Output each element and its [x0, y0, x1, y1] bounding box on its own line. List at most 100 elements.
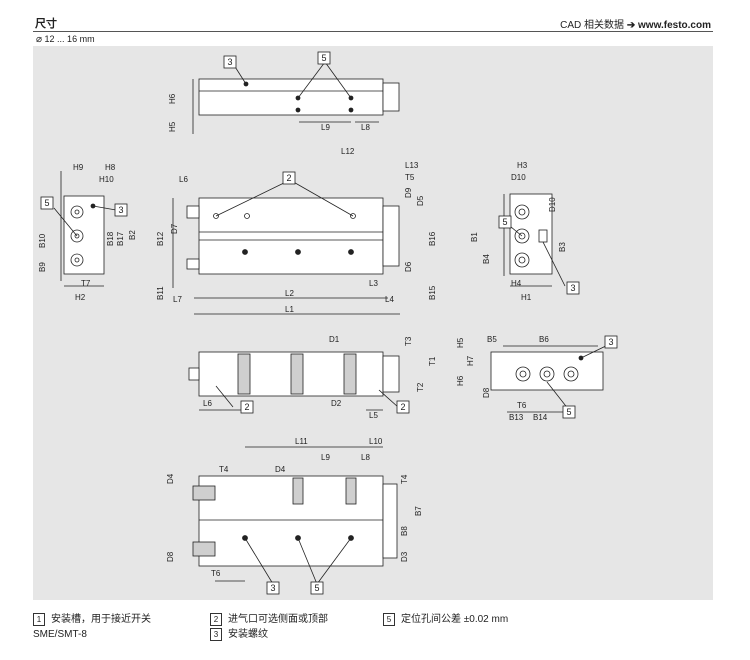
- dim-D5: D5: [416, 195, 425, 206]
- arrow-right-icon: ➔: [626, 20, 636, 31]
- dim-D10-side: D10: [548, 197, 557, 212]
- drawing-panel: 3 5 2 5 3 5 3 2 2 3 5 3 5 H6 H5 L9 L8 H9…: [33, 46, 713, 600]
- page-header: 尺寸 CAD 相关数据 ➔ www.festo.com: [33, 14, 713, 32]
- dim-D2: D2: [331, 399, 342, 408]
- dim-L8-bottom: L8: [361, 453, 370, 462]
- dim-B5: B5: [487, 335, 497, 344]
- callout-2: 2: [286, 173, 291, 183]
- callout-3: 3: [118, 205, 123, 215]
- callout-2: 2: [400, 402, 405, 412]
- dim-L13: L13: [405, 161, 419, 170]
- dim-B14: B14: [533, 413, 548, 422]
- legend-number: 5: [383, 612, 395, 626]
- dim-H7: H7: [466, 355, 475, 366]
- dim-T4: T4: [219, 465, 229, 474]
- callout-3: 3: [570, 283, 575, 293]
- dim-H5-small: H5: [456, 337, 465, 348]
- dim-L9: L9: [321, 123, 330, 132]
- left-end-view: [60, 171, 105, 287]
- dim-H6: H6: [168, 93, 177, 104]
- callout-5: 5: [314, 583, 319, 593]
- top-view: [192, 78, 400, 134]
- dim-T5: T5: [405, 173, 415, 182]
- dim-T6-bottom: T6: [211, 569, 221, 578]
- dim-H2: H2: [75, 293, 86, 302]
- dim-T1: T1: [428, 356, 437, 366]
- dim-B7: B7: [414, 506, 423, 516]
- dim-B16: B16: [428, 231, 437, 246]
- dim-H6-small: H6: [456, 375, 465, 386]
- legend-number: 1: [33, 612, 45, 626]
- front-view: [172, 197, 400, 315]
- dim-D10: D10: [511, 173, 526, 182]
- dim-L10: L10: [369, 437, 383, 446]
- callouts: 3 5 2 5 3 5 3 2 2 3 5 3 5: [40, 51, 618, 595]
- dim-B9: B9: [38, 262, 47, 272]
- callout-2: 2: [244, 402, 249, 412]
- dim-B12: B12: [156, 231, 165, 246]
- dimension-labels: H6 H5 L9 L8 H9 H8 H10 B10 B9 B18 B17 B2 …: [38, 93, 567, 578]
- legend-text: 进气口可选侧面或顶部: [228, 614, 328, 625]
- legend-item-2: 2 进气口可选侧面或顶部 3 安装螺纹: [210, 612, 328, 642]
- dim-B2: B2: [128, 230, 137, 240]
- diameter-icon: ⌀: [36, 34, 43, 45]
- dim-D9: D9: [404, 187, 413, 198]
- dim-B4: B4: [482, 254, 491, 264]
- dim-L2: L2: [285, 289, 294, 298]
- callout-5: 5: [566, 407, 571, 417]
- diameter-range-text: 12 ... 16 mm: [44, 34, 95, 44]
- callout-5: 5: [44, 198, 49, 208]
- dim-D8: D8: [482, 387, 491, 398]
- dim-T4-side: T4: [400, 474, 409, 484]
- legend-text: 定位孔间公差 ±0.02 mm: [401, 614, 509, 625]
- dim-L8: L8: [361, 123, 370, 132]
- dim-B17: B17: [116, 231, 125, 246]
- dim-T3: T3: [404, 336, 413, 346]
- cad-label: CAD 相关数据: [560, 20, 625, 31]
- legend-text: 安装槽，用于接近开关: [51, 614, 151, 625]
- page-title: 尺寸: [35, 18, 57, 30]
- dim-L7: L7: [173, 295, 182, 304]
- dim-B6: B6: [539, 335, 549, 344]
- dim-B15: B15: [428, 285, 437, 300]
- dim-L5: L5: [369, 411, 378, 420]
- dim-D4-side: D4: [166, 473, 175, 484]
- cad-data-link[interactable]: CAD 相关数据 ➔ www.festo.com: [560, 16, 711, 31]
- dim-T6: T6: [517, 401, 527, 410]
- dim-T2: T2: [416, 382, 425, 392]
- dim-H4: H4: [511, 279, 522, 288]
- dim-B3: B3: [558, 242, 567, 252]
- dim-L3: L3: [369, 279, 378, 288]
- dim-B13: B13: [509, 413, 524, 422]
- callout-3: 3: [227, 57, 232, 67]
- dim-L6-section: L6: [203, 399, 212, 408]
- dim-H1: H1: [521, 293, 532, 302]
- dim-T7: T7: [81, 279, 91, 288]
- bottom-view: [192, 446, 398, 582]
- dim-B8: B8: [400, 526, 409, 536]
- legend-item-5: 5 定位孔间公差 ±0.02 mm: [383, 612, 508, 627]
- dim-D1: D1: [329, 335, 340, 344]
- dim-H5: H5: [168, 121, 177, 132]
- dim-H9: H9: [73, 163, 84, 172]
- dim-D4: D4: [275, 465, 286, 474]
- legend-number: 3: [210, 627, 222, 641]
- dim-H3: H3: [517, 161, 528, 170]
- legend-text: 安装螺纹: [228, 629, 268, 640]
- festo-url[interactable]: www.festo.com: [638, 20, 711, 31]
- legend-number: 2: [210, 612, 222, 626]
- callout-5: 5: [502, 217, 507, 227]
- dim-B11: B11: [156, 286, 165, 300]
- dim-D6: D6: [404, 261, 413, 272]
- callout-3: 3: [270, 583, 275, 593]
- section-view: [188, 351, 400, 411]
- diameter-range: ⌀ 12 ... 16 mm: [36, 34, 95, 45]
- dim-B10: B10: [38, 233, 47, 248]
- dim-L12: L12: [341, 147, 355, 156]
- callout-5: 5: [321, 53, 326, 63]
- dim-H8: H8: [105, 163, 116, 172]
- right-end-view: [503, 193, 553, 287]
- dim-B1: B1: [470, 232, 479, 242]
- header-divider: [33, 31, 713, 32]
